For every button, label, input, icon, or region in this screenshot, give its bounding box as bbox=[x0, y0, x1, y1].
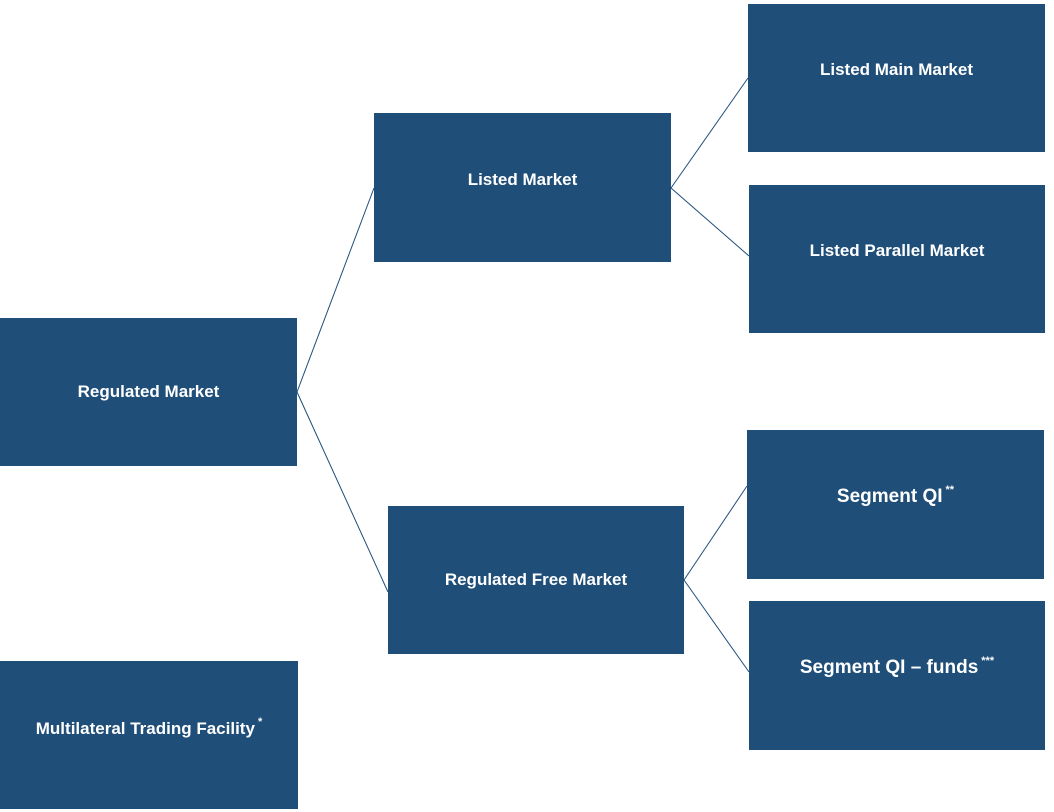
edge-listed-to-main bbox=[670, 77, 749, 189]
node-label: Segment QI – funds bbox=[799, 656, 979, 678]
edge-regulated-to-free bbox=[296, 391, 389, 593]
node-regulated-free-market: Regulated Free Market bbox=[388, 506, 684, 654]
node-label: Regulated Free Market bbox=[444, 570, 628, 589]
node-segment-qi: Segment QI** bbox=[747, 430, 1044, 579]
edge-free-to-qi bbox=[683, 485, 748, 581]
edge-free-to-qifunds bbox=[683, 579, 750, 673]
node-listed-market: Listed Market bbox=[374, 113, 671, 262]
node-label: Listed Main Market bbox=[819, 60, 974, 79]
node-label: Regulated Market bbox=[77, 382, 220, 401]
node-label: Multilateral Trading Facility bbox=[35, 719, 255, 738]
node-segment-qi-funds: Segment QI – funds*** bbox=[749, 601, 1045, 750]
node-label: Listed Market bbox=[467, 169, 578, 189]
node-label: Listed Parallel Market bbox=[809, 241, 985, 260]
footnote-marker: * bbox=[257, 716, 263, 728]
edge-listed-to-parallel bbox=[670, 187, 750, 257]
node-label: Segment QI bbox=[836, 485, 943, 507]
footnote-marker: ** bbox=[945, 483, 955, 496]
footnote-marker: *** bbox=[981, 654, 995, 667]
node-listed-parallel-market: Listed Parallel Market bbox=[749, 185, 1045, 333]
node-multilateral-trading-facility: Multilateral Trading Facility* bbox=[0, 661, 298, 809]
edge-regulated-to-listed bbox=[296, 187, 375, 393]
node-listed-main-market: Listed Main Market bbox=[748, 4, 1045, 152]
node-regulated-market: Regulated Market bbox=[0, 318, 297, 466]
